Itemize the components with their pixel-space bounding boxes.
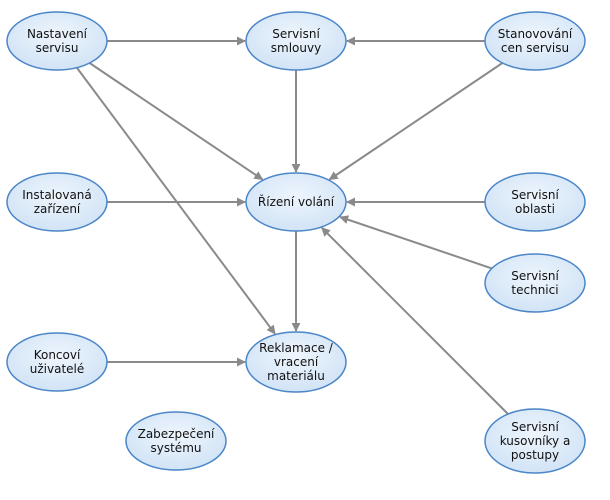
node-zabezpeceni-label-line-0: Zabezpečení (138, 427, 215, 441)
node-zabezpeceni-shape (125, 411, 227, 471)
node-ceny-label-line-1: cen servisu (501, 41, 569, 55)
node-nastaveni-label-line-1: servisu (36, 41, 79, 55)
node-technici-label-line-0: Servisní (511, 269, 559, 283)
edge-nastaveni-to-reklamace (75, 67, 276, 335)
node-kusovniky-label-line-2: postupy (511, 448, 559, 462)
node-smlouvy-label-line-0: Servisní (272, 27, 320, 41)
node-kusovniky-label-line-1: kusovníky a (500, 434, 571, 448)
node-koncovi-label-line-0: Koncoví (34, 348, 81, 362)
node-technici-shape (484, 253, 586, 313)
node-oblasti-label-line-1: oblasti (515, 202, 555, 216)
node-reklamace-shape (245, 331, 347, 393)
node-instalovana-label-line-1: zařízení (34, 202, 81, 216)
node-instalovana-shape (6, 172, 108, 232)
node-koncovi-shape (6, 332, 108, 392)
node-rizeni-label-line-0: Řízení volání (258, 194, 335, 209)
node-oblasti-label-line-0: Servisní (511, 188, 559, 202)
edge-ceny-to-rizeni (328, 62, 503, 181)
node-ceny-shape (484, 11, 586, 71)
node-zabezpeceni-label-line-1: systému (151, 441, 202, 455)
node-kusovniky-label-line-0: Servisní (511, 420, 559, 434)
nodes-layer: NastaveníservisuServisnísmlouvyStanovová… (6, 11, 586, 474)
node-reklamace-label-line-1: vracení (274, 355, 319, 369)
edge-technici-to-rizeni (339, 215, 493, 270)
node-rizeni: Řízení volání (245, 172, 347, 232)
node-reklamace-label-line-2: materiálu (267, 369, 325, 383)
node-technici-label-line-1: technici (511, 283, 558, 297)
node-oblasti-shape (484, 172, 586, 232)
node-kusovniky-shape (484, 408, 586, 474)
node-nastaveni-shape (6, 11, 108, 71)
node-smlouvy-shape (245, 11, 347, 71)
node-ceny-label-line-0: Stanovování (498, 27, 573, 41)
node-rizeni-shape (245, 172, 347, 232)
node-reklamace-label-line-0: Reklamace / (259, 341, 334, 355)
edges-layer (75, 36, 509, 415)
edge-kusovniky-to-rizeni (321, 227, 509, 415)
node-nastaveni-label-line-0: Nastavení (27, 27, 88, 41)
node-smlouvy-label-line-1: smlouvy (271, 41, 321, 55)
node-instalovana-label-line-0: Instalovaná (22, 188, 92, 202)
node-koncovi-label-line-1: uživatelé (30, 362, 85, 376)
edge-nastaveni-to-rizeni (89, 62, 264, 181)
